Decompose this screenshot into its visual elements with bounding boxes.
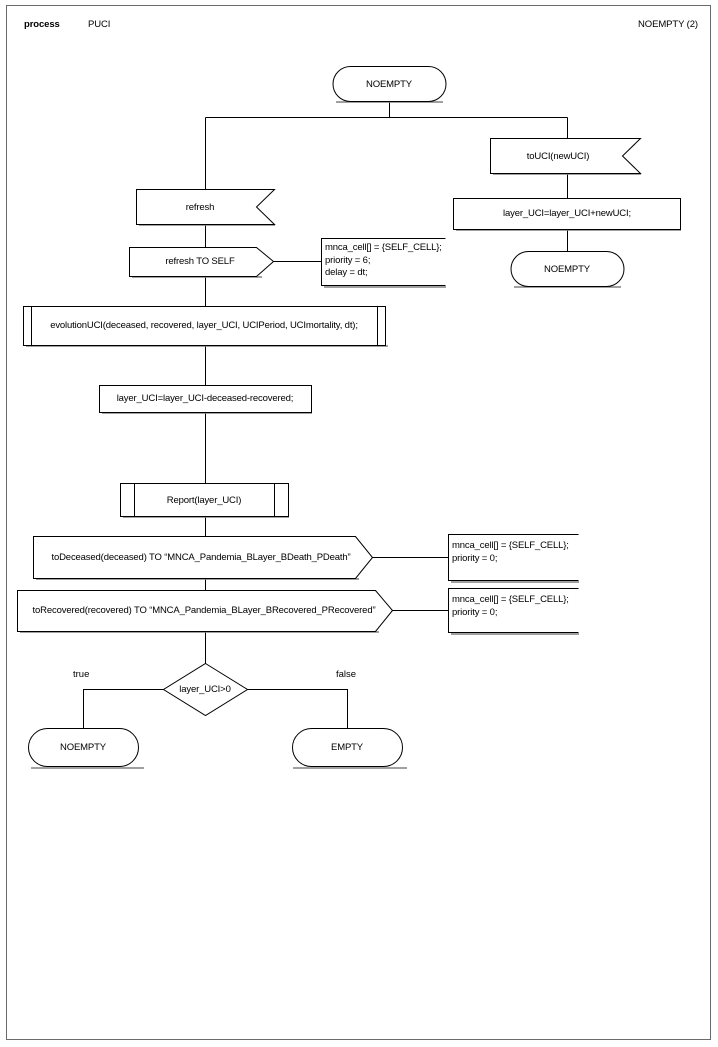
task-add-newuci[interactable] <box>453 198 682 231</box>
output-todeceased[interactable] <box>33 536 374 580</box>
state-bottom-noempty[interactable] <box>28 728 145 769</box>
comment-refresh-to-self <box>321 238 446 288</box>
proc-evolutionuci[interactable] <box>23 306 389 347</box>
proc-report-label: Report(layer_UCI) <box>166 495 242 506</box>
connector-lines <box>83 101 568 729</box>
comment-todeceased <box>448 534 579 583</box>
decision-layer-uci[interactable] <box>162 662 249 717</box>
proc-evolutionuci-label: evolutionUCI(deceased, recovered, layer_… <box>50 320 358 331</box>
header-process-name: PUCI <box>88 19 111 30</box>
state-bottom-empty[interactable] <box>292 728 408 769</box>
page-frame <box>6 5 711 1040</box>
input-refresh[interactable] <box>136 189 276 226</box>
comment-torecovered <box>448 588 579 635</box>
comment-torecovered-text: mnca_cell[] = {SELF_CELL}; priority = 0; <box>452 594 569 618</box>
decision-layer-uci-label: layer_UCI>0 <box>179 684 231 695</box>
decision-branch-false-label: false <box>336 669 357 680</box>
input-refresh-label: refresh <box>185 202 215 213</box>
state-right-noempty-label: NOEMPTY <box>544 264 590 275</box>
task-subtract-dead[interactable] <box>99 385 313 414</box>
comment-refresh-to-self-text: mnca_cell[] = {SELF_CELL}; priority = 6;… <box>325 242 442 278</box>
output-refresh-to-self-label: refresh TO SELF <box>165 256 235 267</box>
input-touci[interactable] <box>490 138 642 175</box>
state-top-noempty[interactable] <box>332 66 447 103</box>
output-torecovered[interactable] <box>17 590 394 633</box>
output-refresh-to-self[interactable] <box>129 247 275 278</box>
input-touci-label: toUCI(newUCI) <box>526 151 590 162</box>
state-bottom-empty-label: EMPTY <box>331 742 363 753</box>
proc-report[interactable] <box>120 483 290 518</box>
state-bottom-noempty-label: NOEMPTY <box>60 742 106 753</box>
task-subtract-dead-label: layer_UCI=layer_UCI-deceased-recovered; <box>116 393 294 404</box>
state-right-noempty[interactable] <box>510 251 625 288</box>
decision-branch-true-label: true <box>73 669 90 680</box>
task-add-newuci-label: layer_UCI=layer_UCI+newUCI; <box>503 208 631 219</box>
header-page-reference: NOEMPTY (2) <box>638 19 698 30</box>
state-top-noempty-label: NOEMPTY <box>366 79 412 90</box>
header-keyword: process <box>24 19 60 30</box>
comment-todeceased-text: mnca_cell[] = {SELF_CELL}; priority = 0; <box>452 540 569 564</box>
output-torecovered-label: toRecovered(recovered) TO “MNCA_Pandemia… <box>32 605 376 616</box>
output-todeceased-label: toDeceased(deceased) TO “MNCA_Pandemia_B… <box>51 552 351 563</box>
